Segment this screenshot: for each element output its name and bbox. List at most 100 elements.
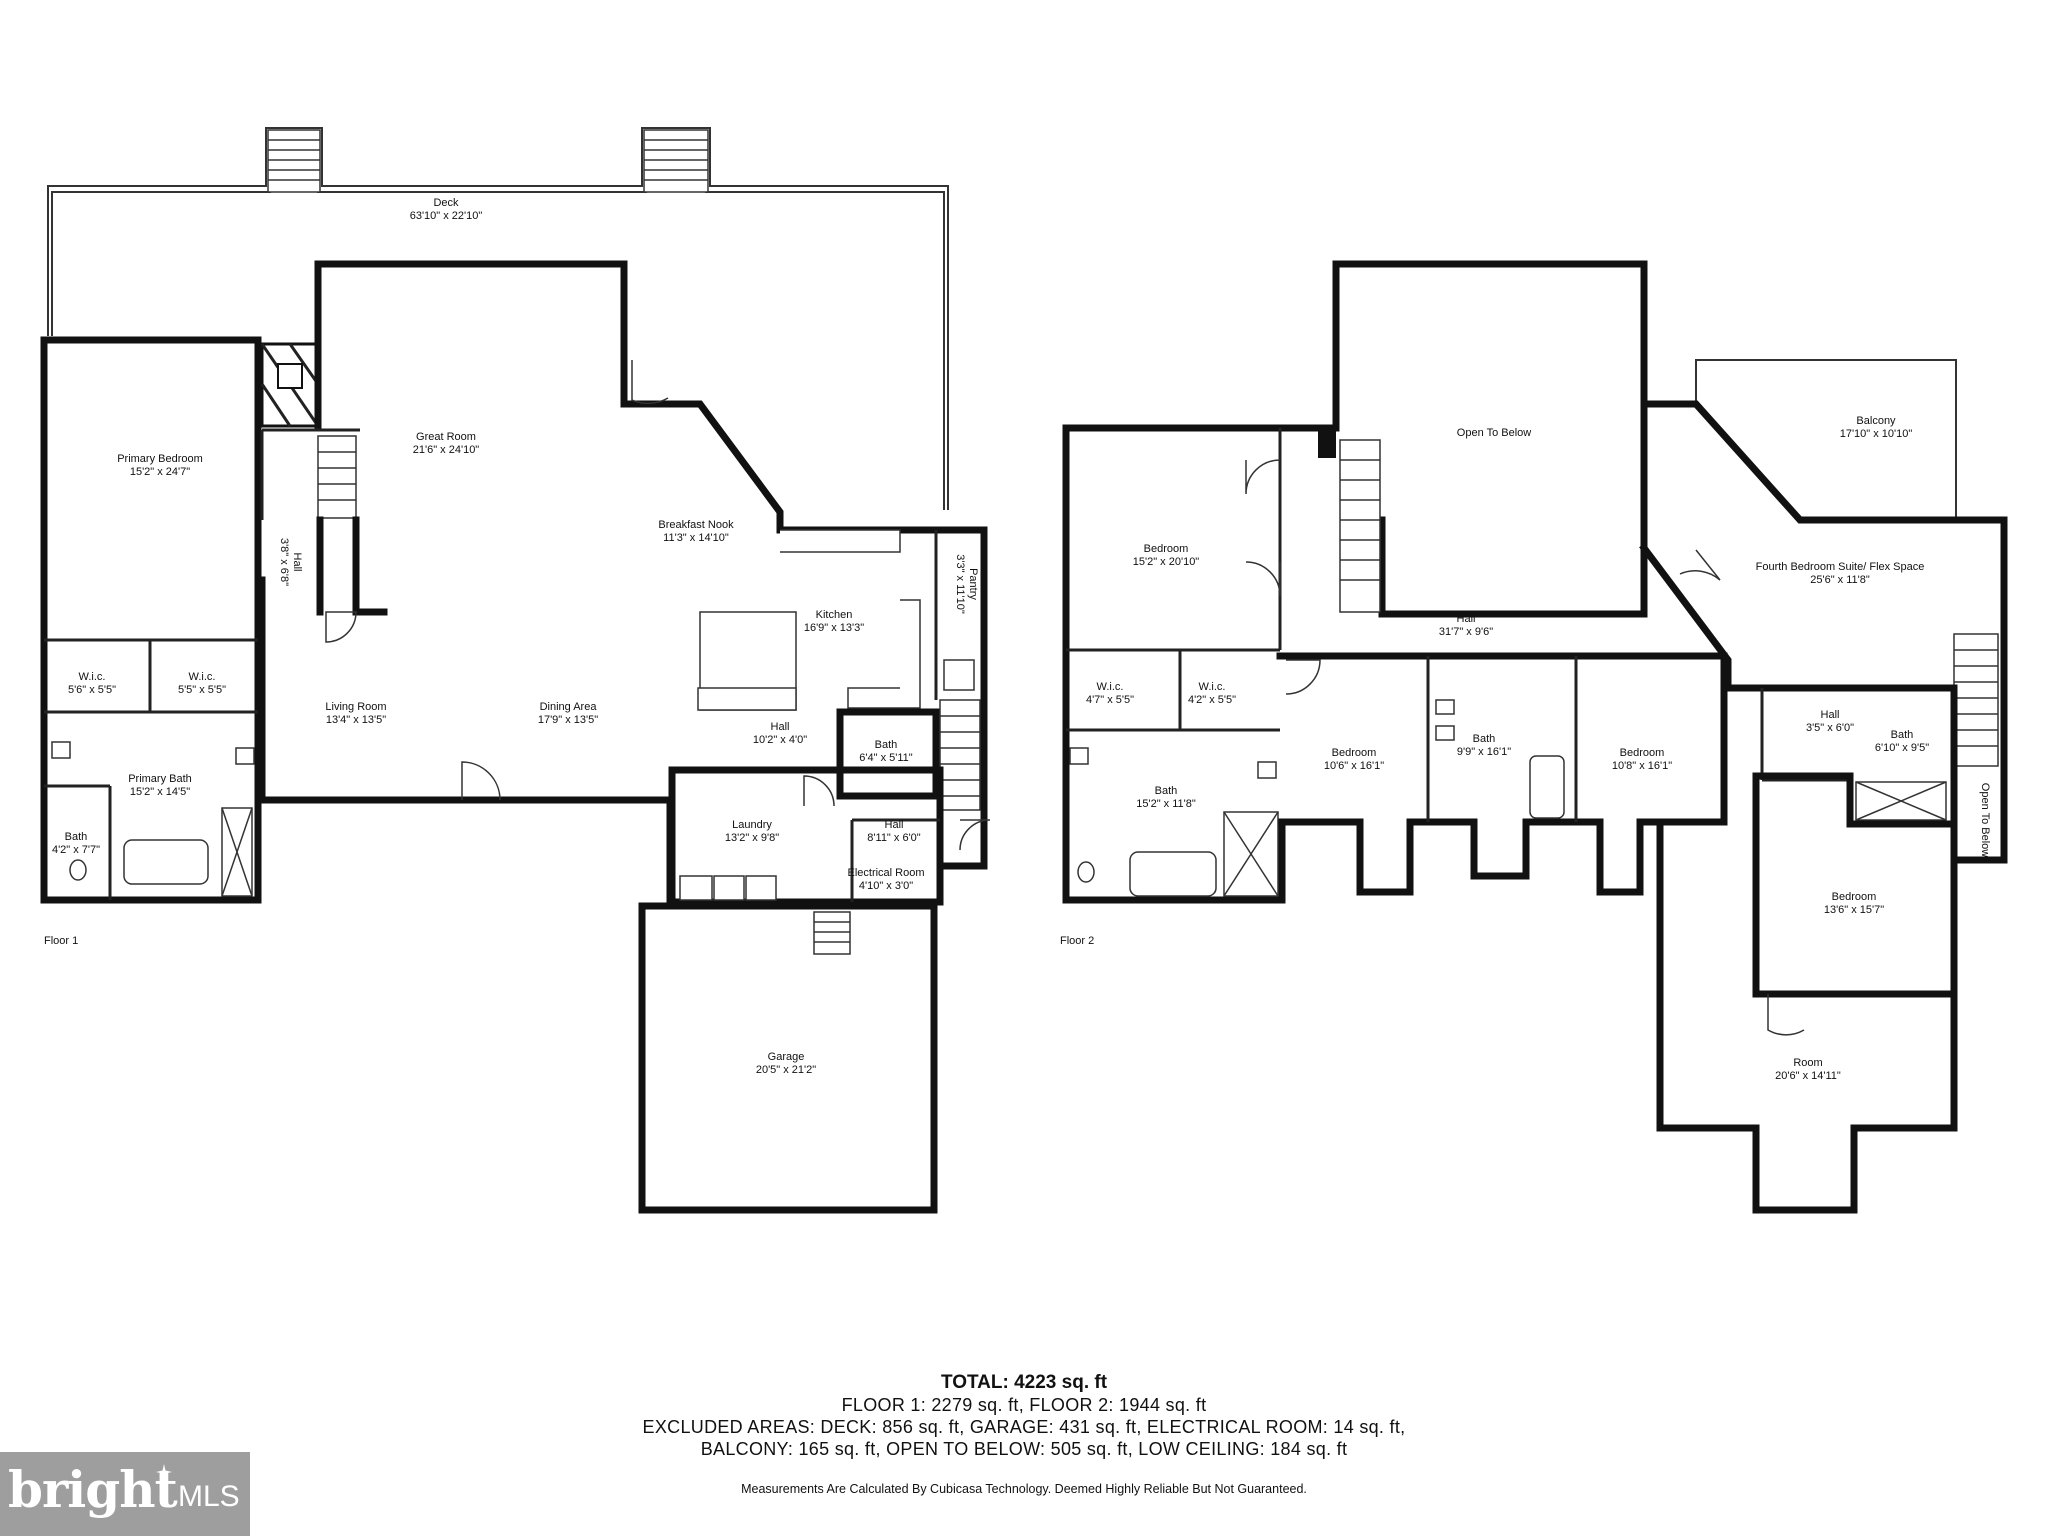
room-name: Bath [1155, 785, 1178, 797]
floor1-stairs [939, 699, 981, 811]
logo-spark-icon [156, 1464, 172, 1480]
fourth-bedroom-walls [1639, 400, 2008, 864]
room-name: Primary Bedroom [117, 453, 203, 465]
floor2-room-label: W.i.c.4'7" x 5'5" [1086, 681, 1134, 706]
floor2-label: Floor 2 [1060, 935, 1094, 947]
excluded-areas-line1: EXCLUDED AREAS: DECK: 856 sq. ft, GARAGE… [642, 1417, 1406, 1437]
room-dimensions: 9'9" x 16'1" [1457, 746, 1511, 758]
room-dimensions: 3'8" x 6'8" [278, 538, 290, 586]
floor1-labels: Floor 1 [44, 935, 78, 947]
logo-brand-text: bright [8, 1460, 178, 1519]
room-name: Deck [433, 197, 459, 209]
room-name: Open To Below [1457, 427, 1531, 439]
room-name: Hall [291, 553, 303, 572]
logo-mls-text: MLS [178, 1480, 240, 1513]
floor2-middle-walls [1276, 652, 1728, 896]
room-name: Garage [768, 1051, 805, 1063]
area-summary: TOTAL: 4223 sq. ft FLOOR 1: 2279 sq. ft,… [0, 1372, 2048, 1460]
total-area: TOTAL: 4223 sq. ft [940, 1372, 1108, 1393]
room-dimensions: 6'4" x 5'11" [859, 752, 912, 764]
room-name: Dining Area [540, 701, 598, 713]
floor2-room-label: Open To Below [1457, 427, 1531, 439]
room-dimensions: 8'11" x 6'0" [867, 832, 920, 844]
bright-mls-logo: bright MLS [0, 1452, 250, 1536]
floor1-plan [40, 127, 991, 1214]
room-dimensions: 4'2" x 5'5" [1188, 694, 1236, 706]
laundry-walls [668, 766, 944, 906]
room-name: Great Room [416, 431, 476, 443]
room-name: Bedroom [1832, 891, 1877, 903]
room-dimensions: 5'5" x 5'5" [178, 684, 226, 696]
room-name: W.i.c. [1097, 681, 1124, 693]
room-dimensions: 20'5" x 21'2" [756, 1064, 816, 1076]
garage-stairs [813, 911, 851, 955]
room-name: Room [1793, 1057, 1822, 1069]
floor-areas: FLOOR 1: 2279 sq. ft, FLOOR 2: 1944 sq. … [841, 1395, 1207, 1415]
floor2-room-label: Open To Below [1979, 783, 1991, 857]
room-name: W.i.c. [79, 671, 106, 683]
room-dimensions: 20'6" x 14'11" [1775, 1070, 1841, 1082]
garage-walls [638, 902, 938, 1214]
room-dimensions: 4'10" x 3'0" [859, 880, 913, 892]
room-name: Bath [875, 739, 898, 751]
room-name: Bedroom [1144, 543, 1189, 555]
room-dimensions: 15'2" x 11'8" [1136, 798, 1196, 810]
floor2-left-walls [1062, 260, 1340, 432]
room-name: Living Room [325, 701, 386, 713]
room-dimensions: 15'2" x 20'10" [1133, 556, 1200, 568]
room-name: Hall [771, 721, 790, 733]
room-dimensions: 4'2" x 7'7" [52, 844, 100, 856]
excluded-areas-line2: BALCONY: 165 sq. ft, OPEN TO BELOW: 505 … [700, 1439, 1348, 1459]
deck-stairs-right [643, 129, 709, 193]
room-dimensions: 10'6" x 16'1" [1324, 760, 1384, 772]
room-name: Electrical Room [847, 867, 924, 879]
room-name: Hall [1821, 709, 1840, 721]
room-name: Balcony [1856, 415, 1896, 427]
room-name: Hall [885, 819, 904, 831]
floor2-labels: Floor 2 [1060, 935, 1094, 947]
room-name: Laundry [732, 819, 772, 831]
room-dimensions: 17'9" x 13'5" [538, 714, 598, 726]
deck-outline [47, 127, 949, 510]
room-walls [1656, 818, 1958, 1214]
room-name: Hall [1457, 613, 1476, 625]
measurement-disclaimer: Measurements Are Calculated By Cubicasa … [741, 1482, 1307, 1496]
room-dimensions: 13'6" x 15'7" [1824, 904, 1884, 916]
room-dimensions: 25'6" x 11'8" [1810, 574, 1870, 586]
room-dimensions: 16'9" x 13'3" [804, 622, 864, 634]
room-name: Breakfast Nook [658, 519, 734, 531]
room-dimensions: 15'2" x 24'7" [130, 466, 190, 478]
room-name: Bedroom [1620, 747, 1665, 759]
room-dimensions: 6'10" x 9'5" [1875, 742, 1929, 754]
floor1-room-label: W.i.c.5'6" x 5'5" [68, 671, 116, 696]
room-dimensions: 31'7" x 9'6" [1439, 626, 1493, 638]
room-name: W.i.c. [1199, 681, 1226, 693]
floor2-right-stairs [1953, 633, 1999, 767]
room-name: Bath [1473, 733, 1496, 745]
room-dimensions: 5'6" x 5'5" [68, 684, 116, 696]
room-dimensions: 11'3" x 14'10" [663, 532, 729, 544]
